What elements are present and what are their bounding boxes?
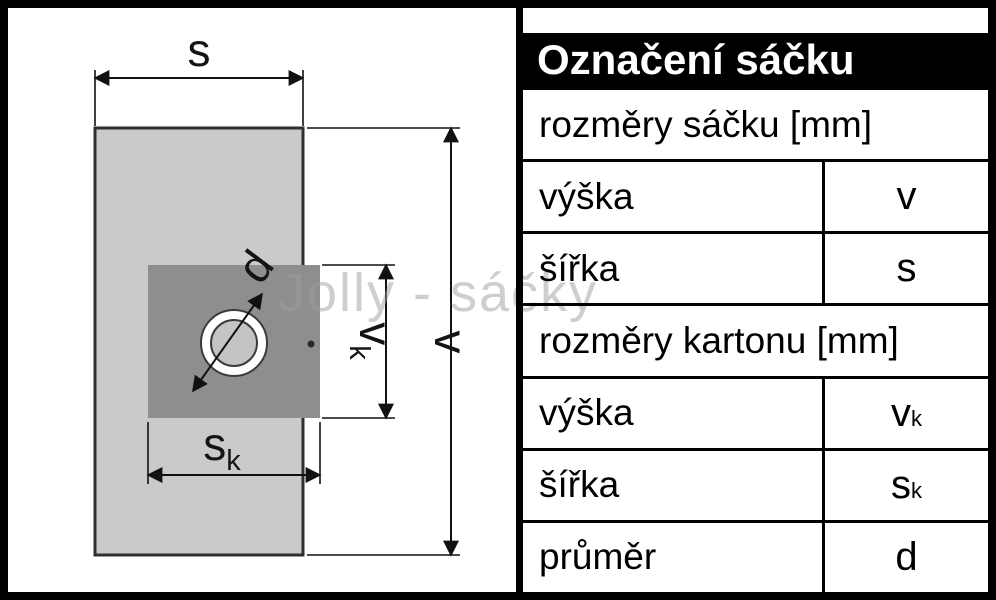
dim-vk-label: vk [343,322,402,360]
bag-diagram: s v vk sk d [8,8,516,592]
row-symbol: s [822,234,988,304]
table-row-section: rozměry kartonu [mm] [523,303,988,375]
row-label: šířka [539,464,620,506]
symbol-base: d [895,534,918,579]
dim-s-label: s [188,24,211,76]
row-symbol: d [822,522,988,592]
dim-sk-label: sk [203,418,241,477]
row-label: šířka [539,247,620,289]
symbol-sub: k [911,478,922,504]
section-label: rozměry sáčku [mm] [539,103,873,145]
table-title: Označení sáčku [523,33,988,87]
row-label: průměr [539,536,657,578]
row-label: výška [539,392,634,434]
spec-table: Označení sáčku rozměry sáčku [mm] výška … [523,8,988,592]
panel-divider [516,8,523,592]
bag-diagram-svg: s v vk sk d [93,24,477,557]
table-row: výška v [523,159,988,232]
symbol-base: v [891,390,911,435]
dim-d-line [192,292,263,393]
hole-inner [210,319,258,367]
symbol-sub: k [911,406,922,432]
section-label: rozměry kartonu [mm] [539,319,899,361]
dim-v-label: v [425,331,477,354]
pin-dot [307,340,315,348]
symbol-base: s [896,246,917,291]
row-label: výška [539,175,634,217]
table-row-section: rozměry sáčku [mm] [523,87,988,159]
symbol-base: v [896,174,917,219]
row-symbol: v [822,162,988,232]
table-row: šířka s [523,231,988,304]
table-row: průměr d [523,519,988,592]
symbol-base: s [891,462,911,507]
